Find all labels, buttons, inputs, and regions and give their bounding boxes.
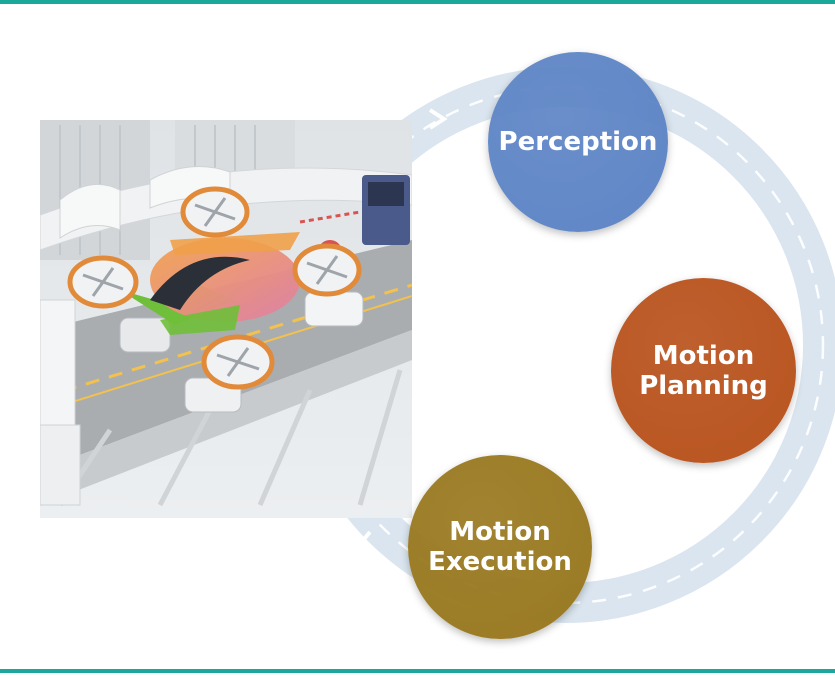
ring-arrow-icon bbox=[679, 233, 694, 252]
ring-arrow-icon bbox=[640, 478, 654, 494]
node-execution-label-line-1: Motion bbox=[428, 517, 572, 547]
node-motion-planning: Motion Planning bbox=[611, 278, 796, 463]
node-perception-label: Perception bbox=[499, 127, 658, 157]
node-execution-label-line-2: Execution bbox=[428, 547, 572, 577]
ring-arrow-icon bbox=[360, 532, 370, 554]
node-planning-label-line-1: Motion bbox=[639, 341, 768, 371]
node-perception: Perception bbox=[488, 52, 668, 232]
ring-arrow-icon bbox=[699, 239, 713, 245]
node-motion-execution: Motion Execution bbox=[408, 455, 592, 639]
air-taxi-illustration bbox=[40, 120, 412, 518]
bottom-rule bbox=[0, 669, 835, 673]
node-planning-label-line-2: Planning bbox=[639, 371, 768, 401]
